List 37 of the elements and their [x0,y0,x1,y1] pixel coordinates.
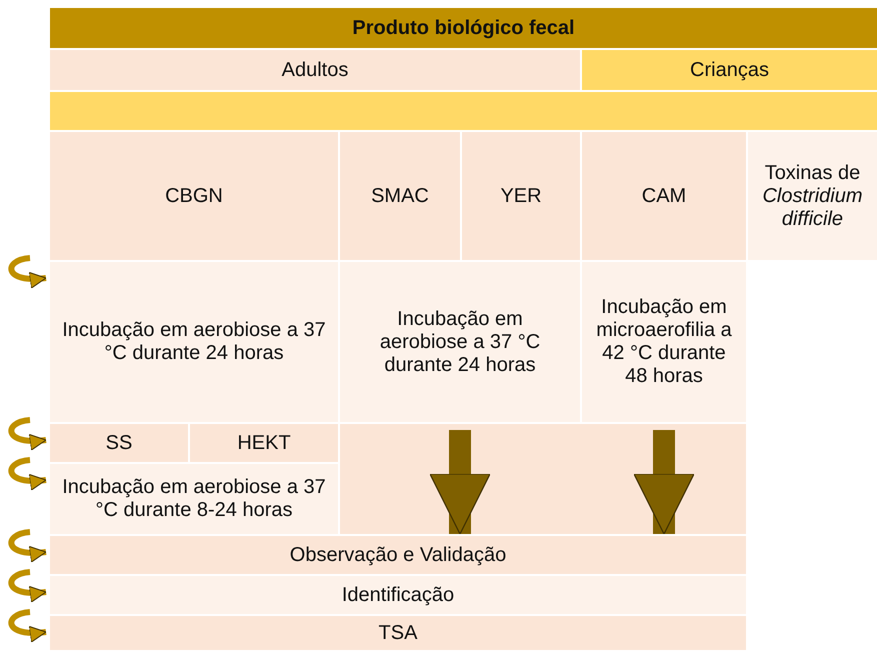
table-cell [340,132,460,260]
table-cell [582,50,877,90]
title-text: Produto biológico fecal [352,16,575,40]
cell-text: Incubação em aerobiose a 37 °C durante 24 horas [378,308,542,376]
cell-text: YER [500,184,542,208]
table-cell [50,616,746,650]
curved-arrow [8,457,46,490]
cell-text: Incubação em microaerofilia a 42 °C durante 48 horas [595,296,733,388]
curved-arrow [8,417,46,450]
cell-text: CBGN [165,184,223,208]
cell-text: Observação e Validação [290,544,506,566]
table-cell [50,50,580,90]
cell-text: TSA [378,622,418,644]
cell-text: Identificação [342,584,454,606]
table-cell [50,132,338,260]
cell-text: Incubação em aerobiose a 37 °C durante 8-24 horas [61,476,327,522]
cell-text: Crianças [690,58,769,82]
table-cell [582,132,746,260]
cell-text: CAM [642,184,686,208]
table-cell [50,536,746,574]
cell-text: HEKT [237,432,291,454]
cell-text: Incubação em aerobiose a 37 °C durante 24 horas [61,319,327,365]
cell-text: Adultos [282,58,348,82]
empty-band [50,92,877,130]
table-cell [190,424,338,462]
curved-arrow [8,609,46,642]
cell-text: SMAC [371,184,429,208]
curved-arrow [8,255,46,288]
curved-arrow [8,569,46,602]
cell-text: Toxinas de Clostridium difficile [761,162,864,230]
down-arrow [429,430,491,535]
table-cell [462,132,580,260]
curved-arrow [8,529,46,562]
down-arrow [633,430,695,535]
table-cell [50,424,188,462]
cell-text: SS [106,432,132,454]
header-bar [50,8,877,48]
